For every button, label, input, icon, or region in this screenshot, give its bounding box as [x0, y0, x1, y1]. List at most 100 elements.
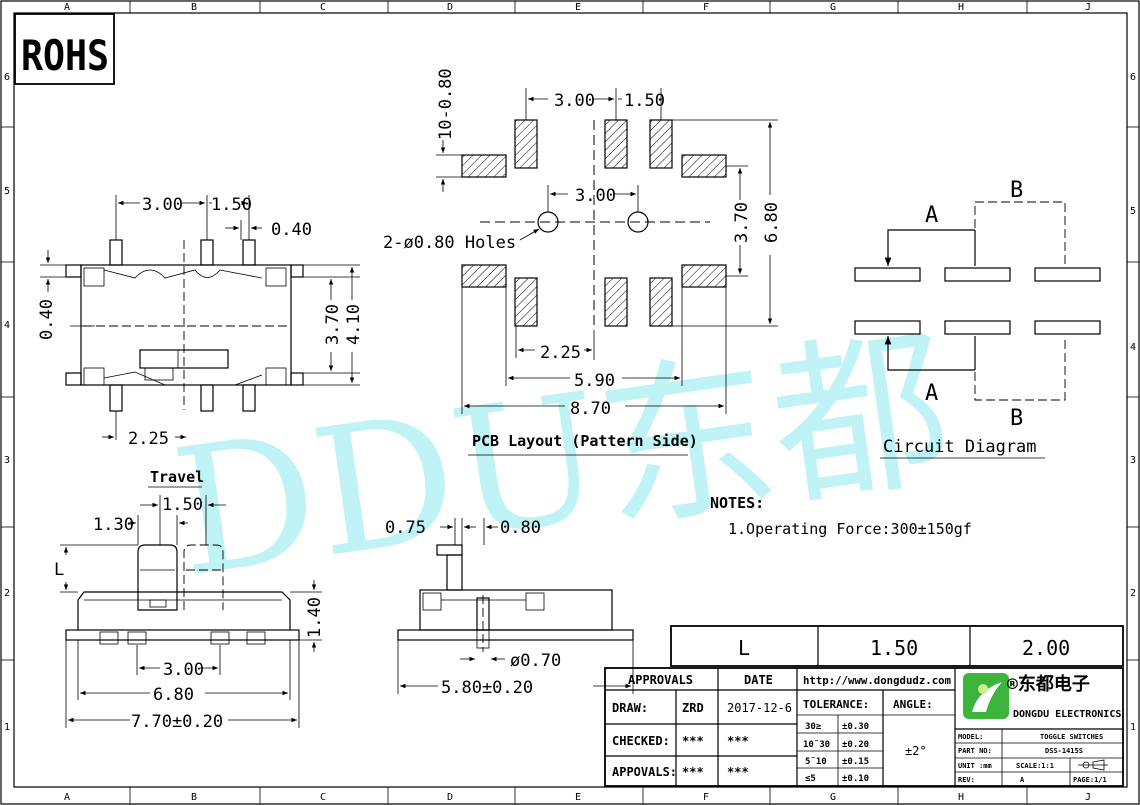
svg-text:ANGLE:: ANGLE: [893, 698, 933, 711]
svg-text:CHECKED:: CHECKED: [612, 734, 670, 748]
svg-text:A: A [925, 203, 938, 228]
circuit-diagram [854, 201, 1101, 459]
svg-text:A: A [1020, 776, 1025, 784]
svg-text:***: *** [727, 765, 749, 779]
svg-text:H: H [958, 2, 964, 13]
svg-text:REV:: REV: [958, 776, 975, 784]
svg-text:1.Operating Force:300±150gf: 1.Operating Force:300±150gf [728, 520, 972, 538]
svg-text:10-0.80: 10-0.80 [436, 68, 456, 140]
top-view [65, 239, 304, 412]
svg-text:≤5: ≤5 [805, 774, 816, 784]
svg-text:ZRD: ZRD [682, 701, 704, 715]
svg-text:1.50: 1.50 [162, 495, 203, 515]
svg-text:G: G [830, 792, 836, 803]
svg-text:5.80±0.20: 5.80±0.20 [441, 678, 533, 698]
svg-text:3.00: 3.00 [575, 186, 616, 206]
svg-text:C: C [320, 2, 326, 13]
travel-title: Travel [150, 468, 204, 486]
svg-text:***: *** [682, 765, 704, 779]
svg-text:G: G [830, 2, 836, 13]
svg-text:B: B [1010, 406, 1023, 431]
svg-text:F: F [703, 2, 709, 13]
svg-text:PAGE:1/1: PAGE:1/1 [1073, 776, 1107, 784]
svg-text:1.30: 1.30 [93, 515, 134, 535]
svg-text:1.40: 1.40 [305, 597, 325, 638]
svg-text:8.70: 8.70 [570, 399, 611, 419]
svg-text:http://www.dongdudz.com: http://www.dongdudz.com [803, 674, 951, 687]
svg-text:ROHS: ROHS [21, 31, 109, 80]
svg-text:±2°: ±2° [905, 744, 927, 758]
svg-text:2.00: 2.00 [1022, 636, 1070, 660]
svg-text:B: B [191, 792, 197, 803]
svg-text:0.40: 0.40 [271, 220, 312, 240]
svg-text:TOLERANCE:: TOLERANCE: [803, 698, 869, 711]
rohs-mark: ROHS [14, 13, 115, 85]
svg-text:2.25: 2.25 [540, 343, 581, 363]
svg-text:2-ø0.80 Holes: 2-ø0.80 Holes [383, 233, 516, 253]
l-value-table: L 1.50 2.00 [670, 625, 1124, 667]
svg-text:APPROVALS: APPROVALS [628, 673, 693, 687]
svg-text:3.70: 3.70 [732, 202, 752, 243]
svg-text:3.00: 3.00 [163, 660, 204, 680]
travel-dims [60, 486, 322, 728]
svg-text:10˜30: 10˜30 [803, 739, 830, 750]
svg-text:0.80: 0.80 [500, 518, 541, 538]
svg-text:E: E [575, 792, 581, 803]
svg-text:B: B [191, 2, 197, 13]
top-view-dim-labels: 3.00 1.50 0.40 0.40 3.70 4.10 2.25 [37, 195, 364, 449]
svg-text:C: C [320, 792, 326, 803]
svg-text:1.50: 1.50 [211, 195, 252, 215]
side-dim-labels: 0.75 0.80 ø0.70 5.80±0.20 [385, 518, 561, 698]
svg-text:0.40: 0.40 [37, 299, 57, 340]
svg-text:6: 6 [1130, 72, 1136, 83]
svg-text:30≥: 30≥ [805, 722, 822, 732]
svg-text:L: L [738, 636, 750, 660]
svg-text:TOGGLE SWITCHES: TOGGLE SWITCHES [1040, 733, 1103, 741]
svg-text:E: E [575, 2, 581, 13]
svg-text:6.80: 6.80 [153, 685, 194, 705]
pcb-dim-labels: 3.00 1.50 10-0.80 3.00 2-ø0.80 Holes 3.7… [383, 68, 782, 450]
svg-text:0.75: 0.75 [385, 518, 426, 538]
svg-text:4: 4 [4, 320, 10, 331]
title-block-info: MODEL: TOGGLE SWITCHES PART NO: DSS-1415… [958, 733, 1108, 784]
svg-text:DATE: DATE [744, 673, 773, 687]
company-logo: ®东都电子 DONGDU ELECTRONICS [963, 673, 1121, 720]
svg-text:2.25: 2.25 [128, 429, 169, 449]
svg-text:APPOVALS:: APPOVALS: [612, 765, 677, 779]
circuit-labels: A B A B Circuit Diagram [883, 178, 1037, 457]
svg-text:®东都电子: ®东都电子 [1007, 673, 1090, 695]
svg-text:±0.30: ±0.30 [842, 722, 869, 732]
svg-text:3: 3 [1130, 455, 1136, 466]
svg-text:1.50: 1.50 [870, 636, 918, 660]
pcb-pads [461, 119, 727, 330]
svg-text:5.90: 5.90 [574, 371, 615, 391]
svg-text:DONGDU ELECTRONICS: DONGDU ELECTRONICS [1013, 709, 1121, 720]
svg-text:B: B [1010, 178, 1023, 203]
title-block [604, 667, 1124, 787]
svg-text:A: A [925, 381, 938, 406]
svg-text:5: 5 [4, 186, 10, 197]
top-view-dims [40, 195, 360, 440]
projection-symbol-icon [1078, 759, 1108, 771]
svg-text:±0.10: ±0.10 [842, 774, 869, 784]
svg-text:D: D [447, 2, 453, 13]
travel-dim-labels: Travel 1.50 1.30 L 1.40 3.00 6.80 7.70±0… [54, 468, 325, 732]
svg-text:J: J [1085, 792, 1091, 803]
svg-text:1: 1 [1130, 722, 1136, 733]
pcb-layout-title: PCB Layout (Pattern Side) [472, 432, 698, 450]
side-view [397, 544, 634, 652]
svg-text:6: 6 [4, 72, 10, 83]
travel-view [65, 544, 300, 645]
svg-text:MODEL:: MODEL: [958, 733, 983, 741]
title-block-text: APPROVALS DATE http://www.dongdudz.com D… [612, 673, 951, 784]
svg-text:DRAW:: DRAW: [612, 701, 648, 715]
svg-text:L: L [54, 560, 64, 580]
svg-text:SCALE:1:1: SCALE:1:1 [1016, 762, 1054, 770]
svg-text:3.00: 3.00 [142, 195, 183, 215]
svg-text:J: J [1085, 2, 1091, 13]
svg-text:4: 4 [1130, 342, 1136, 353]
svg-text:DSS-1415S: DSS-1415S [1045, 747, 1083, 755]
svg-text:UNIT :mm: UNIT :mm [958, 762, 992, 770]
svg-text:A: A [64, 2, 70, 13]
